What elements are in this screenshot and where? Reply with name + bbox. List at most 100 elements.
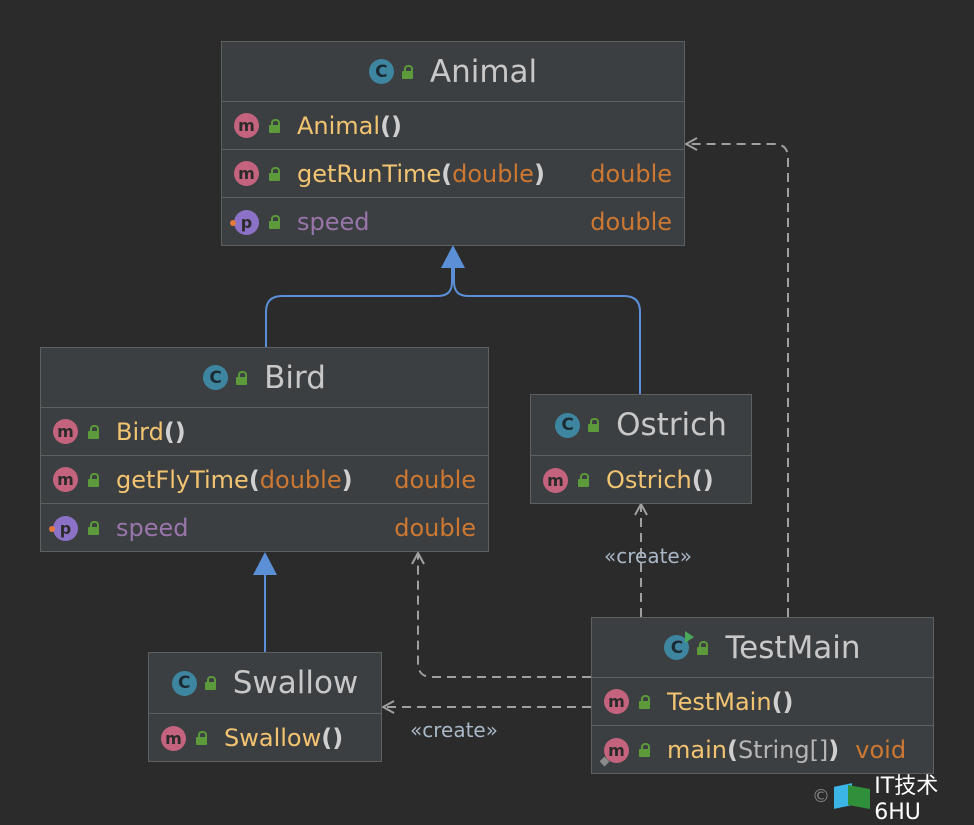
public-lock-icon xyxy=(578,473,590,487)
edge-bird-extends-animal xyxy=(265,268,453,347)
class-bird[interactable]: C Bird m Bird() m getFlyTime(double) dou… xyxy=(40,347,489,552)
member-bird-getflytime[interactable]: m getFlyTime(double) double xyxy=(41,456,488,504)
create-label-swallow: «create» xyxy=(410,718,498,742)
paren-open: ( xyxy=(163,417,175,446)
class-swallow-header: C Swallow xyxy=(149,653,381,714)
method-name: TestMain xyxy=(667,687,772,716)
method-name: Animal xyxy=(297,111,381,140)
property-icon: p xyxy=(230,209,259,235)
public-lock-icon xyxy=(88,521,100,535)
class-testmain-header: C TestMain xyxy=(592,618,933,678)
paren-close: ) xyxy=(782,687,794,716)
class-ostrich-name: Ostrich xyxy=(616,407,727,443)
paren-close: ) xyxy=(174,417,186,446)
paren-open: ( xyxy=(691,466,703,494)
property-icon: p xyxy=(49,515,78,541)
class-swallow[interactable]: C Swallow m Swallow() xyxy=(148,652,382,762)
public-lock-icon xyxy=(697,640,709,655)
paren-open: ( xyxy=(380,111,392,140)
class-testmain[interactable]: C TestMain m TestMain() m main(String[])… xyxy=(591,617,934,774)
public-lock-icon xyxy=(204,676,217,690)
return-type: void xyxy=(855,736,907,764)
class-ostrich-header: C Ostrich xyxy=(531,395,751,456)
class-icon: C xyxy=(555,412,581,438)
public-lock-icon xyxy=(269,166,281,181)
class-icon: C xyxy=(203,365,229,390)
class-icon: C xyxy=(664,631,695,660)
method-name: getFlyTime xyxy=(116,465,249,494)
public-lock-icon xyxy=(236,370,248,385)
method-icon: m xyxy=(604,689,629,714)
paren-close: ) xyxy=(702,466,714,494)
watermark-circle: © xyxy=(812,785,830,807)
inheritance-arrowhead-bird xyxy=(253,552,277,575)
watermark-text: IT技术6HU xyxy=(874,773,939,825)
method-name: Bird xyxy=(116,417,164,446)
class-animal-name: Animal xyxy=(429,53,538,90)
watermark-logo-icon xyxy=(834,783,870,809)
member-bird-constructor[interactable]: m Bird() xyxy=(41,408,488,456)
paren-open: ( xyxy=(248,465,260,494)
paren-open: ( xyxy=(771,687,783,716)
method-name: getRunTime xyxy=(297,159,442,188)
property-name: speed xyxy=(297,208,370,236)
public-lock-icon xyxy=(88,424,100,439)
method-icon: m xyxy=(53,419,78,444)
paren-open: ( xyxy=(726,736,738,764)
method-icon: m xyxy=(543,467,568,493)
property-type: double xyxy=(590,208,672,236)
public-lock-icon xyxy=(639,743,651,757)
member-animal-speed[interactable]: p speed double xyxy=(222,198,684,246)
param-type: double xyxy=(259,465,342,494)
class-testmain-name: TestMain xyxy=(725,629,861,666)
property-name: speed xyxy=(116,514,189,542)
public-lock-icon xyxy=(196,731,208,745)
method-name: main xyxy=(667,736,727,764)
member-testmain-constructor[interactable]: m TestMain() xyxy=(592,678,933,726)
method-icon: m xyxy=(53,467,78,492)
static-method-icon: m xyxy=(599,737,629,766)
paren-close: ) xyxy=(828,736,840,764)
method-icon: m xyxy=(161,725,186,751)
public-lock-icon xyxy=(269,215,281,229)
member-ostrich-constructor[interactable]: m Ostrich() xyxy=(531,456,751,504)
class-bird-name: Bird xyxy=(264,359,326,396)
paren-close: ) xyxy=(533,159,545,188)
edge-testmain-uses-bird xyxy=(418,553,591,678)
class-ostrich[interactable]: C Ostrich m Ostrich() xyxy=(530,394,752,504)
paren-close: ) xyxy=(391,111,402,140)
public-lock-icon xyxy=(401,64,414,79)
member-testmain-main[interactable]: m main(String[]) void xyxy=(592,726,933,774)
paren-close: ) xyxy=(332,724,344,752)
edge-testmain-uses-animal xyxy=(686,144,789,617)
class-icon: C xyxy=(171,670,197,696)
return-type: double xyxy=(394,465,476,494)
public-lock-icon xyxy=(269,118,281,133)
public-lock-icon xyxy=(588,418,600,432)
run-icon xyxy=(685,631,695,643)
public-lock-icon xyxy=(88,472,100,487)
class-swallow-name: Swallow xyxy=(232,665,359,701)
member-bird-speed[interactable]: p speed double xyxy=(41,504,488,552)
member-animal-constructor[interactable]: m Animal() xyxy=(222,102,684,150)
return-type: double xyxy=(590,159,672,188)
paren-close: ) xyxy=(341,465,353,494)
method-icon: m xyxy=(234,161,259,186)
class-animal-header: C Animal xyxy=(222,42,684,102)
class-animal[interactable]: C Animal m Animal() m getRunTime(double)… xyxy=(221,41,685,246)
paren-open: ( xyxy=(321,724,333,752)
method-name: Swallow xyxy=(224,724,322,752)
property-type: double xyxy=(394,514,476,542)
class-bird-header: C Bird xyxy=(41,348,488,408)
public-lock-icon xyxy=(639,694,651,709)
watermark: © IT技术6HU xyxy=(812,774,974,825)
member-animal-getruntime[interactable]: m getRunTime(double) double xyxy=(222,150,684,198)
param-type: String[] xyxy=(737,736,829,764)
create-label-ostrich: «create» xyxy=(604,544,692,568)
param-type: double xyxy=(452,159,534,188)
member-swallow-constructor[interactable]: m Swallow() xyxy=(149,714,381,762)
inheritance-arrowhead-animal xyxy=(441,245,465,268)
method-name: Ostrich xyxy=(606,466,692,494)
class-icon: C xyxy=(368,59,394,84)
